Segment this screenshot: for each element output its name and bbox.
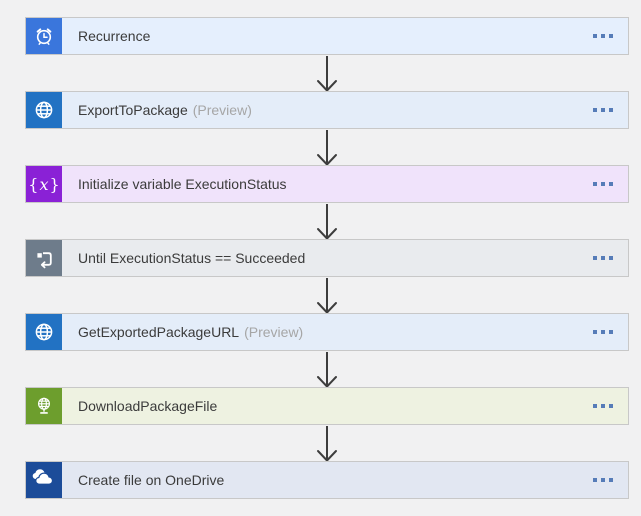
loop-icon: [26, 240, 62, 276]
ellipsis-icon: [593, 182, 597, 186]
flow-step-getexportedpackageurl[interactable]: GetExportedPackageURL (Preview): [25, 313, 629, 351]
ellipsis-icon: [601, 182, 605, 186]
variable-icon: {x}: [26, 166, 62, 202]
ellipsis-icon: [593, 330, 597, 334]
step-label: Initialize variable ExecutionStatus: [78, 176, 287, 192]
step-preview-tag: (Preview): [192, 102, 252, 118]
flow-step-recurrence[interactable]: Recurrence: [25, 17, 629, 55]
flow-step-downloadpackagefile[interactable]: DownloadPackageFile: [25, 387, 629, 425]
globe-icon: [26, 92, 62, 128]
connector-arrow-icon: [317, 56, 337, 92]
step-label: Create file on OneDrive: [78, 472, 225, 488]
connector-arrow-icon: [317, 204, 337, 240]
ellipsis-icon: [601, 478, 605, 482]
step-label: ExportToPackage: [78, 102, 188, 118]
ellipsis-icon: [593, 256, 597, 260]
ellipsis-icon: [601, 108, 605, 112]
ellipsis-icon: [593, 34, 597, 38]
step-menu-button[interactable]: [583, 314, 628, 350]
desk-globe-icon: [26, 388, 62, 424]
flow-step-until-executionstatus-succeeded[interactable]: Until ExecutionStatus == Succeeded: [25, 239, 629, 277]
ellipsis-icon: [601, 330, 605, 334]
step-menu-button[interactable]: [583, 462, 628, 498]
onedrive-icon: [26, 462, 62, 498]
ellipsis-icon: [593, 108, 597, 112]
ellipsis-icon: [593, 404, 597, 408]
step-label: DownloadPackageFile: [78, 398, 218, 414]
step-menu-button[interactable]: [583, 92, 628, 128]
step-label: Until ExecutionStatus == Succeeded: [78, 250, 306, 266]
step-preview-tag: (Preview): [244, 324, 304, 340]
alarm-clock-icon: [26, 18, 62, 54]
flow-step-create-file-on-onedrive[interactable]: Create file on OneDrive: [25, 461, 629, 499]
ellipsis-icon: [609, 256, 613, 260]
connector-arrow-icon: [317, 426, 337, 462]
step-label: Recurrence: [78, 28, 151, 44]
ellipsis-icon: [609, 478, 613, 482]
step-label: GetExportedPackageURL: [78, 324, 240, 340]
ellipsis-icon: [601, 34, 605, 38]
step-menu-button[interactable]: [583, 166, 628, 202]
ellipsis-icon: [609, 34, 613, 38]
ellipsis-icon: [609, 404, 613, 408]
globe-icon: [26, 314, 62, 350]
ellipsis-icon: [609, 108, 613, 112]
ellipsis-icon: [609, 330, 613, 334]
connector-arrow-icon: [317, 278, 337, 314]
step-menu-button[interactable]: [583, 388, 628, 424]
step-menu-button[interactable]: [583, 18, 628, 54]
step-menu-button[interactable]: [583, 240, 628, 276]
flow-step-initialize-variable-executionstatus[interactable]: {x} Initialize variable ExecutionStatus: [25, 165, 629, 203]
ellipsis-icon: [601, 404, 605, 408]
connector-arrow-icon: [317, 130, 337, 166]
ellipsis-icon: [593, 478, 597, 482]
ellipsis-icon: [601, 256, 605, 260]
flow-step-exporttopackage[interactable]: ExportToPackage (Preview): [25, 91, 629, 129]
connector-arrow-icon: [317, 352, 337, 388]
ellipsis-icon: [609, 182, 613, 186]
